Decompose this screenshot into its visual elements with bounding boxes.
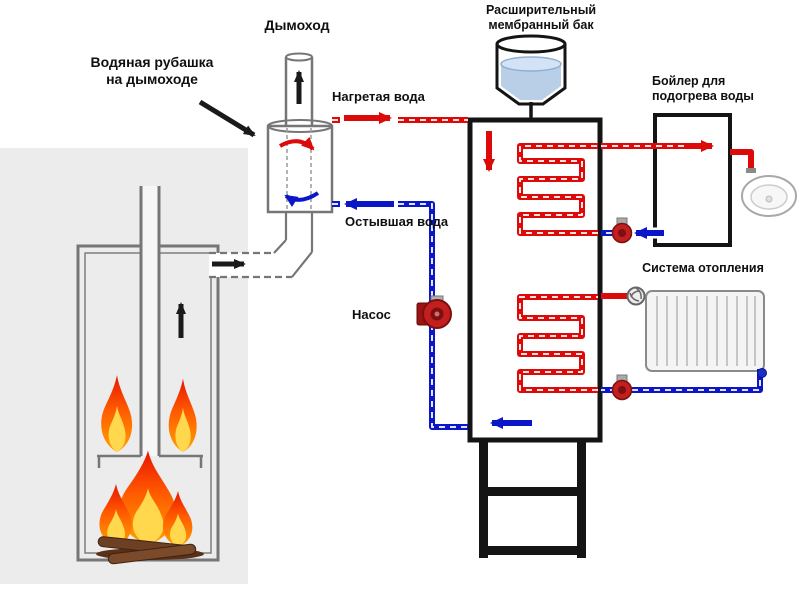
cooled-water-label: Остывшая вода	[345, 214, 448, 229]
expansion-tank-lid	[495, 34, 567, 54]
expansion-tank-body	[495, 44, 567, 106]
radiator-icon	[645, 290, 765, 372]
radiator-fins	[656, 296, 756, 366]
tank-leg	[577, 440, 586, 558]
jacket-cold-flow-arrow-icon	[284, 191, 320, 207]
chimney-top	[285, 52, 313, 62]
water-surface	[500, 56, 562, 72]
pump-label-text: Насос	[352, 307, 391, 322]
storage-tank	[467, 117, 603, 558]
boiler-box	[653, 113, 732, 247]
chimney-label-text: Дымоход	[264, 17, 330, 33]
label-pointer-arrow-icon	[198, 99, 256, 138]
tank-leg	[479, 440, 488, 558]
tank-stand-bar	[479, 546, 586, 555]
boiler-coil	[517, 143, 598, 236]
grate	[97, 454, 203, 468]
boiler-label-line2: подогрева воды	[652, 88, 754, 103]
pump-icon	[611, 217, 633, 244]
log	[107, 543, 197, 565]
jacket-top-rim	[267, 119, 333, 133]
radiator-body	[645, 290, 765, 372]
cooled-water-label-text: Остывшая вода	[345, 214, 449, 229]
pump-cap	[434, 311, 440, 317]
sink-drain	[765, 195, 773, 203]
tank-body	[467, 117, 603, 443]
heating-system-label: Система отопления	[642, 261, 764, 276]
heated-water-label-text: Нагретая вода	[332, 89, 425, 104]
radiator-valve	[757, 368, 767, 378]
pump-icon	[611, 374, 633, 401]
pump-icon	[416, 295, 452, 329]
expansion-tank-icon	[495, 34, 567, 119]
jacket-hot-flow-arrow-icon	[278, 136, 315, 151]
pump-label: Насос	[352, 307, 391, 322]
expansion-tank-water	[501, 64, 561, 100]
expansion-tank-label: Расширительный мембранный бак	[486, 3, 596, 33]
tank-stand-bar	[479, 487, 586, 496]
sink-icon	[741, 175, 797, 217]
inner-flue-fill	[141, 186, 159, 456]
water-jacket-label-line2: на дымоходе	[106, 70, 198, 87]
expansion-tank-label-line2: мембранный бак	[488, 17, 594, 32]
boiler-label: Бойлер для подогрева воды	[652, 74, 754, 104]
heating-system-label-text: Система отопления	[642, 261, 764, 275]
circulator-icon	[626, 286, 646, 306]
pipe-boiler-to-sink	[730, 149, 754, 171]
water-jacket-icon	[266, 124, 334, 214]
heated-water-label: Нагретая вода	[332, 89, 425, 104]
faucet-icon	[746, 168, 756, 173]
water-jacket-label-line1: Водяная рубашка	[90, 54, 214, 70]
boiler-label-line1: Бойлер для	[652, 74, 726, 88]
expansion-tank-label-line1: Расширительный	[485, 3, 597, 17]
chimney-label: Дымоход	[265, 17, 330, 34]
heating-coil	[517, 294, 598, 393]
furnace	[76, 186, 220, 565]
water-jacket-label: Водяная рубашка на дымоходе	[91, 54, 214, 87]
firewood-fire	[96, 450, 204, 565]
